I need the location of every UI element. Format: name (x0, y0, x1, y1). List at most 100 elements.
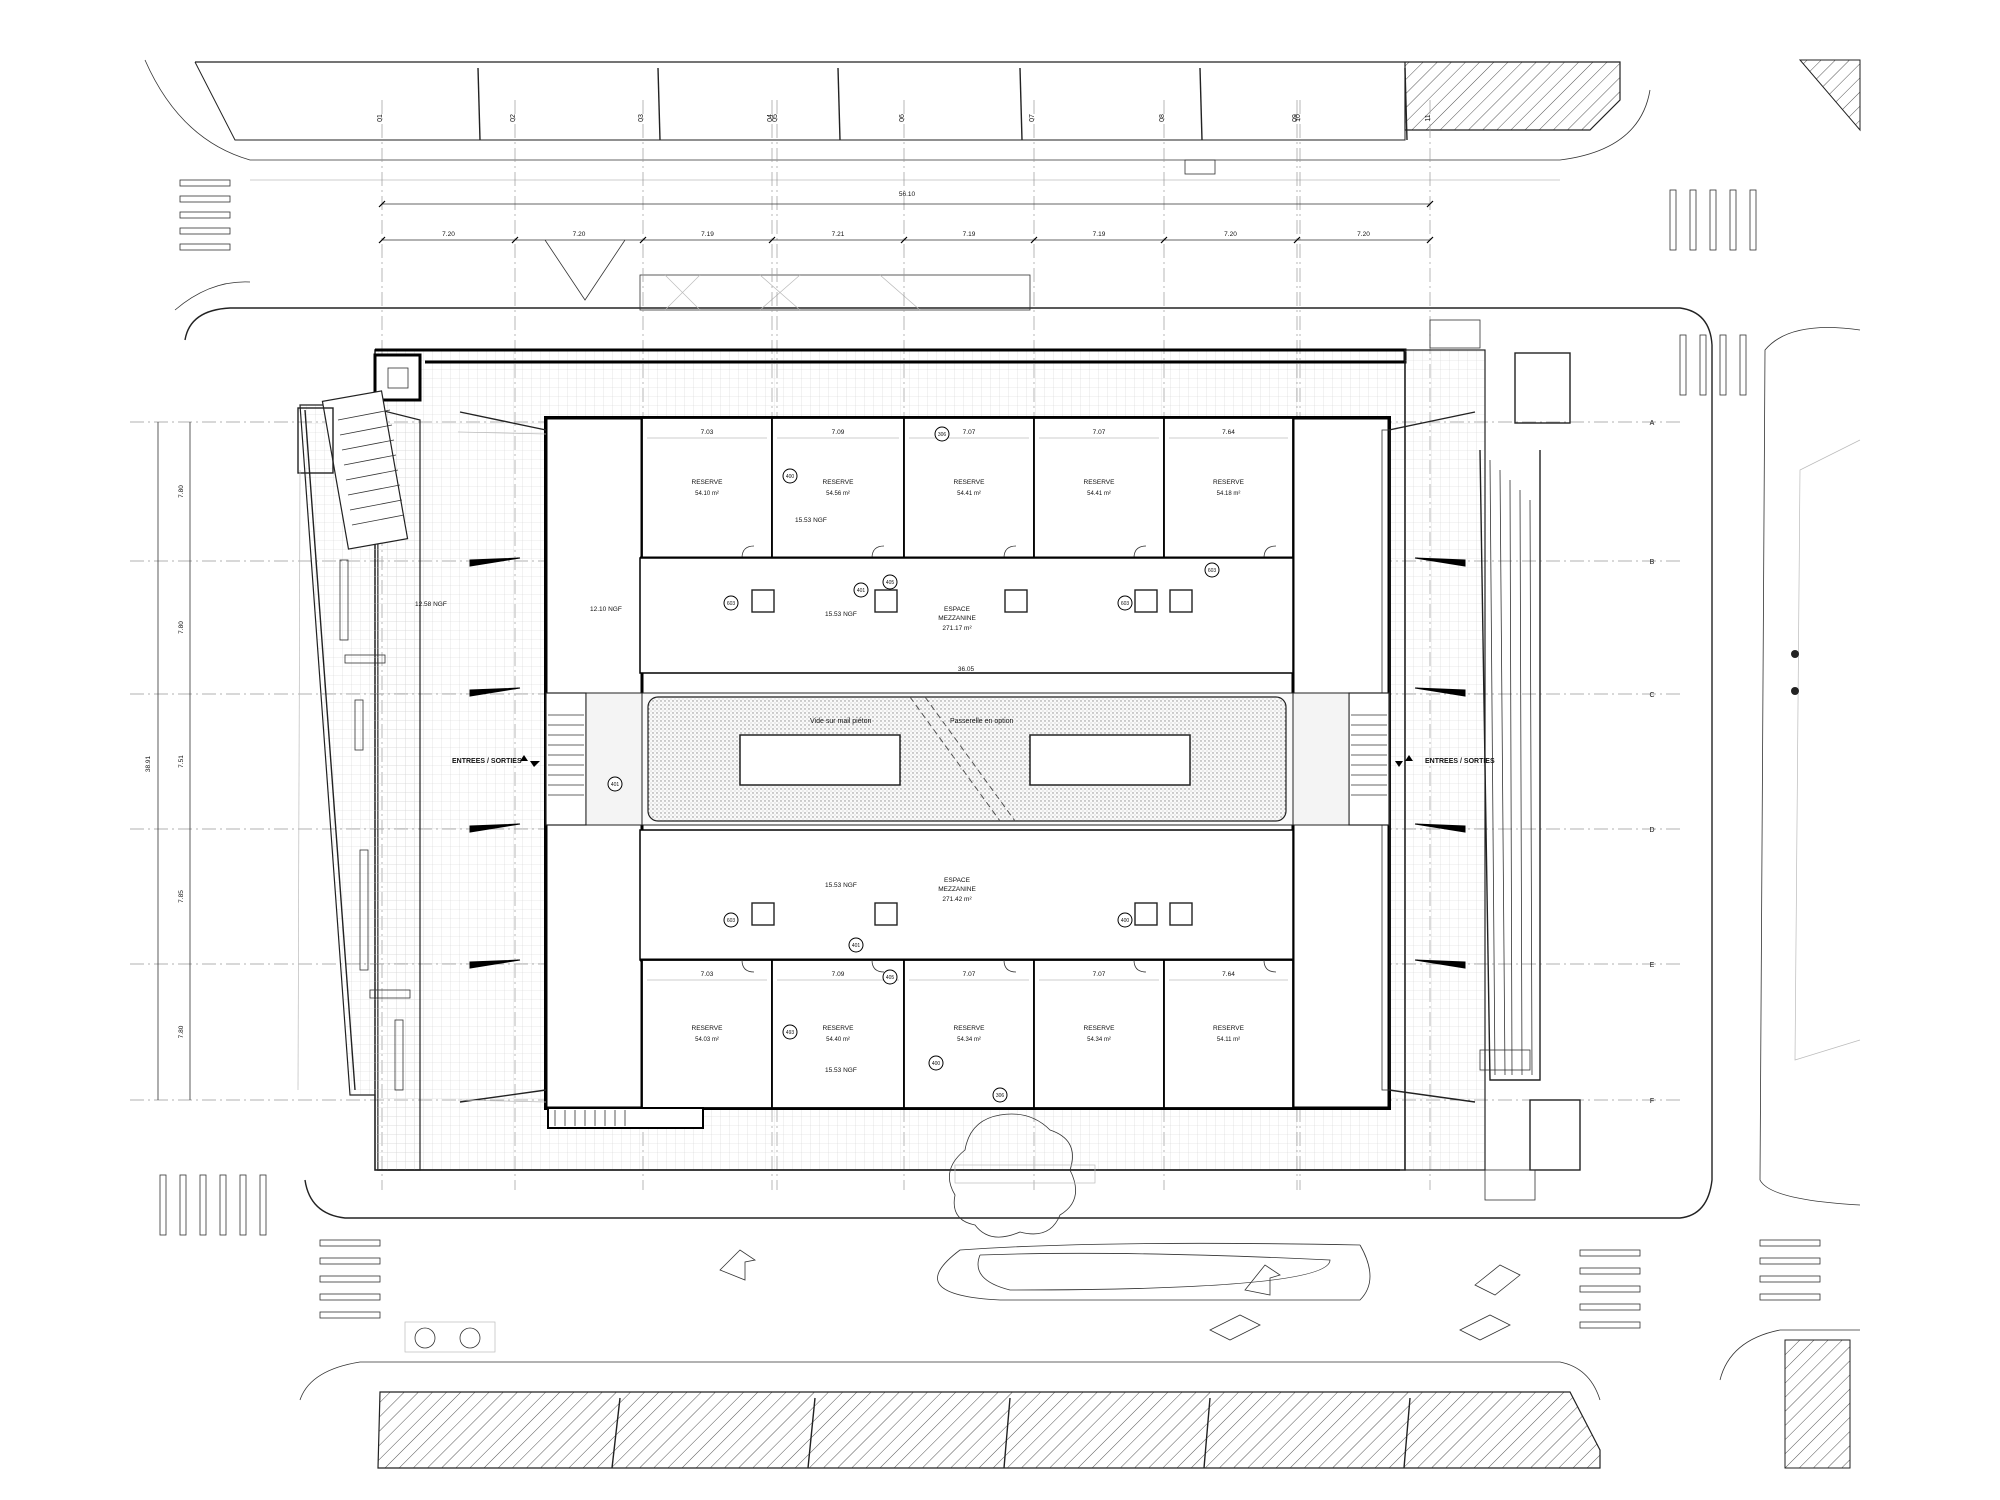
level-mezz-2: 15.53 NGF (825, 611, 857, 618)
tag-bubble (1204, 562, 1220, 578)
level-left-plaza: 12.58 NGF (415, 601, 447, 608)
crosswalk-left (159, 179, 381, 1319)
room-width-label: 7.64 (1222, 429, 1235, 436)
room-area: 54.03 m² (695, 1037, 719, 1043)
room-area: 54.10 m² (695, 491, 719, 497)
tag-bubble-label: 603 (727, 601, 736, 607)
tag-bubble-label: 405 (886, 975, 895, 981)
bottom-room-1 (641, 959, 773, 1109)
entrance-left-label: ENTREES / SORTIES (452, 758, 522, 765)
top-room-2 (771, 417, 905, 559)
road-arrow-icon (1244, 1264, 1281, 1296)
mezzanine-lower (639, 829, 1294, 961)
bottom-room-4 (1033, 959, 1165, 1109)
tag-bubble-label: 603 (1208, 568, 1217, 574)
entrance-stair-left (545, 692, 587, 826)
tag-bubble (882, 969, 898, 985)
room-name: RESERVE (1084, 479, 1116, 486)
entrance-stair-right (1348, 692, 1390, 826)
tag-bubble (882, 574, 898, 590)
stair-core (373, 353, 422, 402)
room-area: 54.11 m² (1217, 1037, 1240, 1043)
door-swing (741, 959, 755, 973)
tag-bubble-label: 603 (1121, 601, 1130, 607)
room-name: RESERVE (823, 479, 855, 486)
road-arrow-icon (719, 1249, 757, 1281)
room-area: 54.41 m² (1087, 491, 1111, 497)
mezzanine-upper-title-1: ESPACE (944, 606, 971, 613)
row-dim-label: 7.85 (178, 890, 185, 903)
exterior-stair (321, 390, 409, 550)
bottom-room-5 (1163, 959, 1294, 1109)
top-room-4 (1033, 417, 1165, 559)
tag-bubble-label: 306 (938, 432, 947, 438)
mezzanine-lower-area: 271.42 m² (942, 896, 972, 903)
bike-parking-icon (414, 1327, 436, 1349)
room-name: RESERVE (823, 1025, 855, 1032)
room-area: 54.18 m² (1217, 491, 1241, 497)
room-area: 54.41 m² (957, 491, 981, 497)
bay-dim-label: 7.19 (963, 231, 976, 238)
level-mezz-1: 15.53 NGF (795, 517, 827, 524)
room-width-label: 7.09 (832, 971, 845, 978)
row-dim-label: 7.80 (178, 485, 185, 498)
row-dim-label: 7.80 (178, 1025, 185, 1038)
tree-icon (948, 1113, 1077, 1238)
tag-bubble-label: 401 (611, 782, 620, 788)
neighbour-buildings (194, 59, 1861, 1469)
top-room-1 (641, 417, 773, 559)
grid-col-label: 01 (377, 114, 384, 122)
door-swing (1003, 545, 1017, 559)
room-name: RESERVE (954, 479, 986, 486)
grid-col-label: 09 (1292, 114, 1299, 122)
tag-bubble (723, 912, 739, 928)
bike-parking-icon (459, 1327, 481, 1349)
grid-row-label: E (1650, 962, 1655, 969)
tag-bubble-label: 400 (932, 1061, 941, 1067)
door-swing (871, 545, 885, 559)
tag-bubble (853, 582, 869, 598)
grid-col-label: 08 (1159, 114, 1166, 122)
row-dim-label: 7.80 (178, 621, 185, 634)
room-area: 54.56 m² (826, 491, 850, 497)
road-arrow-icon (1474, 1264, 1521, 1296)
room-name: RESERVE (1084, 1025, 1116, 1032)
room-area: 54.34 m² (1087, 1037, 1111, 1043)
bollard-icon (1791, 650, 1799, 658)
mezzanine-upper-title-2: MEZZANINE (938, 615, 976, 622)
level-left-hall: 12.10 NGF (590, 606, 622, 613)
tag-bubble-label: 400 (786, 474, 795, 480)
tag-bubble-label: 603 (727, 918, 736, 924)
bay-dim-label: 7.21 (832, 231, 845, 238)
tag-bubble (723, 595, 739, 611)
door-swing (1263, 545, 1277, 559)
tag-bubble-label: 401 (852, 943, 861, 949)
grid-col-label: 05 (772, 114, 779, 122)
tag-bubble-label: 401 (857, 588, 866, 594)
void-label: Vide sur mail piéton (810, 718, 871, 725)
mezzanine-upper (639, 557, 1294, 674)
door-swing (1263, 959, 1277, 973)
street-context (144, 59, 1861, 1401)
door-swing (741, 545, 755, 559)
room-name: RESERVE (954, 1025, 986, 1032)
door-swing (1133, 959, 1147, 973)
bay-dim-label: 7.20 (573, 231, 586, 238)
room-width-label: 7.64 (1222, 971, 1235, 978)
entrance-right-label: ENTREES / SORTIES (1425, 758, 1495, 765)
tag-bubble (934, 426, 950, 442)
grid-col-label: 11 (1425, 114, 1432, 121)
grid-col-label: 07 (1029, 114, 1036, 122)
tag-bubble-label: 400 (1121, 918, 1130, 924)
bottom-room-3 (903, 959, 1035, 1109)
bay-dim-label: 7.19 (1093, 231, 1106, 238)
door-swing (1133, 545, 1147, 559)
tag-bubble (607, 776, 623, 792)
tag-bubble (1117, 595, 1133, 611)
bay-dim-label: 7.20 (442, 231, 455, 238)
bollard-icon (1791, 687, 1799, 695)
